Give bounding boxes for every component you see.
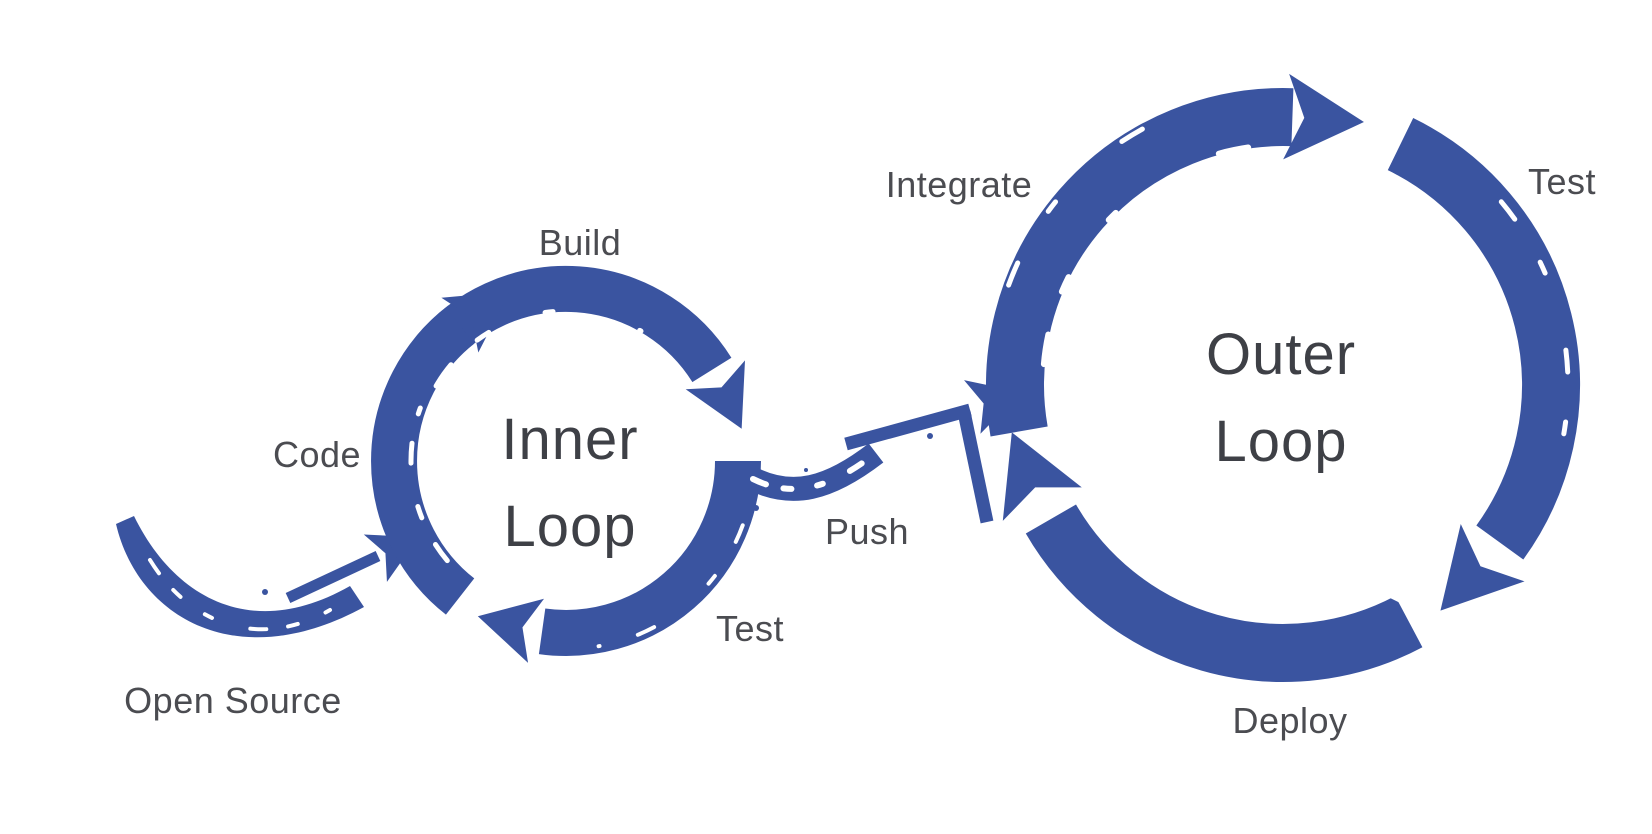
outer-loop-title-line2: Loop — [1214, 409, 1348, 474]
label-inner-test: Test — [715, 608, 785, 649]
push-brush-band — [747, 443, 884, 501]
outer-loop-arc-left-top — [986, 88, 1294, 437]
open-source-arrow — [116, 516, 419, 638]
outer-loop-cycle — [986, 73, 1580, 682]
push-arrow — [739, 380, 1022, 524]
label-open-source: Open Source — [124, 680, 342, 721]
inner-loop-title-line1: Inner — [501, 407, 639, 472]
inner-loop-cycle — [371, 265, 761, 663]
label-push: Push — [824, 511, 910, 552]
push-arrow-barb — [844, 403, 972, 451]
inner-loop-arrowhead-bottom-icon — [477, 598, 545, 663]
outer-loop-brush-streak — [1040, 142, 1266, 368]
outer-loop-arrowhead-top-icon — [1283, 73, 1364, 160]
brush-speck — [262, 589, 268, 595]
brush-speck — [739, 489, 745, 495]
brush-speck — [804, 468, 808, 472]
brush-speck — [927, 433, 933, 439]
outer-loop-arrowhead-bottom-right-icon — [1440, 524, 1525, 611]
inner-loop-arrowhead-right-icon — [685, 360, 745, 429]
outer-loop-title: Outer Loop — [1206, 311, 1356, 485]
label-code: Code — [272, 434, 362, 475]
outer-loop-title-line1: Outer — [1205, 322, 1357, 387]
brush-speck — [753, 505, 759, 511]
open-source-arrow-barb — [285, 551, 381, 603]
inner-loop-title-line2: Loop — [503, 494, 637, 559]
outer-loop-brush-streak — [1153, 569, 1413, 609]
open-source-swoosh — [116, 516, 364, 638]
push-brush-streak — [750, 450, 879, 492]
label-build: Build — [538, 222, 622, 263]
inner-loop-arc-left — [371, 307, 475, 615]
inner-loop-brush-streak — [408, 405, 450, 564]
label-integrate: Integrate — [885, 164, 1033, 205]
inner-loop-arrowhead-top-left-icon — [441, 291, 510, 353]
inner-loop-arc-right-bottom — [538, 460, 761, 656]
label-deploy: Deploy — [1232, 700, 1348, 741]
outer-loop-arc-right — [1387, 118, 1580, 560]
outer-loop-arc-bottom — [1025, 504, 1423, 682]
outer-loop-arrowhead-bottom-left-icon — [1002, 432, 1082, 521]
label-outer-test: Test — [1527, 161, 1597, 202]
push-arrow-tail — [957, 410, 994, 524]
inner-loop-title: Inner Loop — [501, 396, 638, 570]
inner-loop-arc-top — [416, 265, 732, 383]
